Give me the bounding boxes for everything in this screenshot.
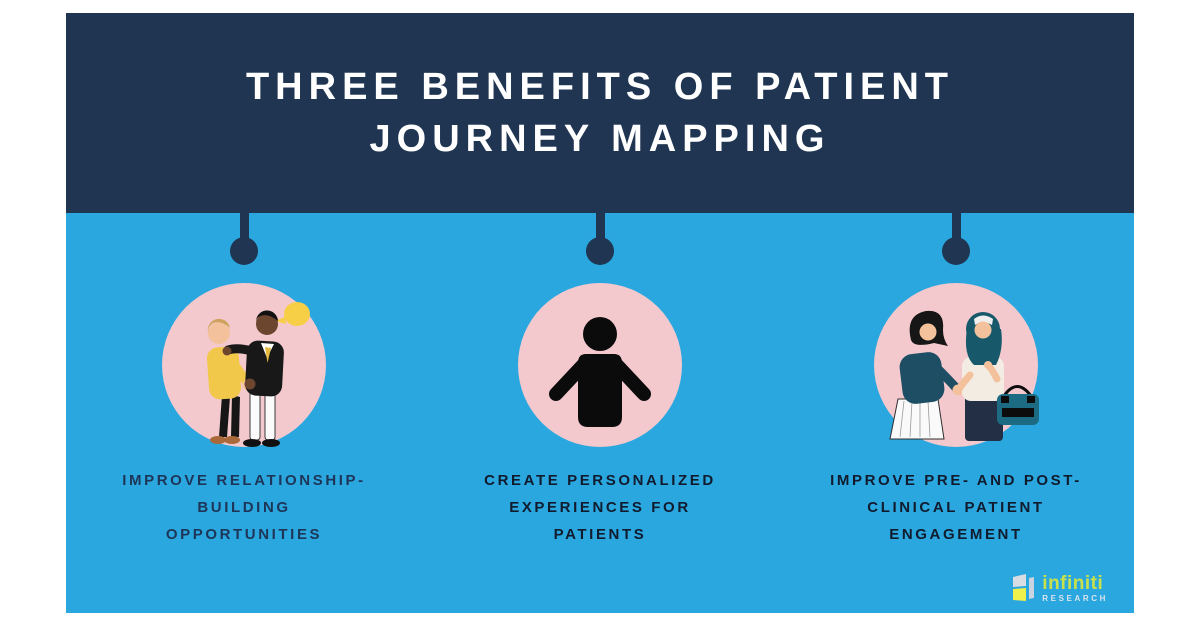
benefit-label: CREATE PERSONALIZED EXPERIENCES FOR PATI… [484,467,716,548]
benefit-column-3: IMPROVE PRE- AND POST- CLINICAL PATIENT … [778,213,1134,613]
two-women-handshake-illustration [874,283,1039,447]
connector-line [239,213,249,240]
connector-dot [942,237,970,265]
benefit-label-line: IMPROVE PRE- AND POST- [830,472,1082,489]
benefit-label: IMPROVE RELATIONSHIP- BUILDING OPPORTUNI… [122,467,366,548]
benefit-columns: IMPROVE RELATIONSHIP- BUILDING OPPORTUNI… [66,213,1134,613]
benefit-label-line: PATIENTS [553,526,647,543]
benefit-label-line: OPPORTUNITIES [165,526,323,543]
logo-subtitle: RESEARCH [1042,593,1108,603]
benefit-label-line: IMPROVE RELATIONSHIP- [122,472,366,489]
connector-dot [230,237,258,265]
title-line-2: JOURNEY MAPPING [369,118,831,160]
logo-text: infiniti RESEARCH [1042,574,1108,603]
benefit-label: IMPROVE PRE- AND POST- CLINICAL PATIENT … [830,467,1082,548]
infiniti-research-logo: infiniti RESEARCH [1012,573,1108,603]
connector-line [951,213,961,240]
page-title: THREE BENEFITS OF PATIENT JOURNEY MAPPIN… [246,61,954,165]
body-band: IMPROVE RELATIONSHIP- BUILDING OPPORTUNI… [66,213,1134,613]
infographic: THREE BENEFITS OF PATIENT JOURNEY MAPPIN… [66,13,1134,613]
benefit-label-line: BUILDING [197,499,291,516]
infiniti-logo-icon [1013,574,1035,601]
benefit-label-line: CLINICAL PATIENT [867,499,1045,516]
benefit-label-line: EXPERIENCES FOR [509,499,691,516]
benefit-column-2: CREATE PERSONALIZED EXPERIENCES FOR PATI… [422,213,778,613]
benefit-label-line: ENGAGEMENT [889,526,1023,543]
two-men-handshake-illustration [162,283,326,447]
benefit-label-line: CREATE PERSONALIZED [484,472,716,489]
title-line-1: THREE BENEFITS OF PATIENT [245,66,955,108]
header-band: THREE BENEFITS OF PATIENT JOURNEY MAPPIN… [66,13,1134,213]
logo-brand-name: infiniti [1042,572,1104,594]
connector-line [595,213,605,240]
patient-person-pictogram [518,283,682,447]
benefit-column-1: IMPROVE RELATIONSHIP- BUILDING OPPORTUNI… [66,213,422,613]
connector-dot [586,237,614,265]
